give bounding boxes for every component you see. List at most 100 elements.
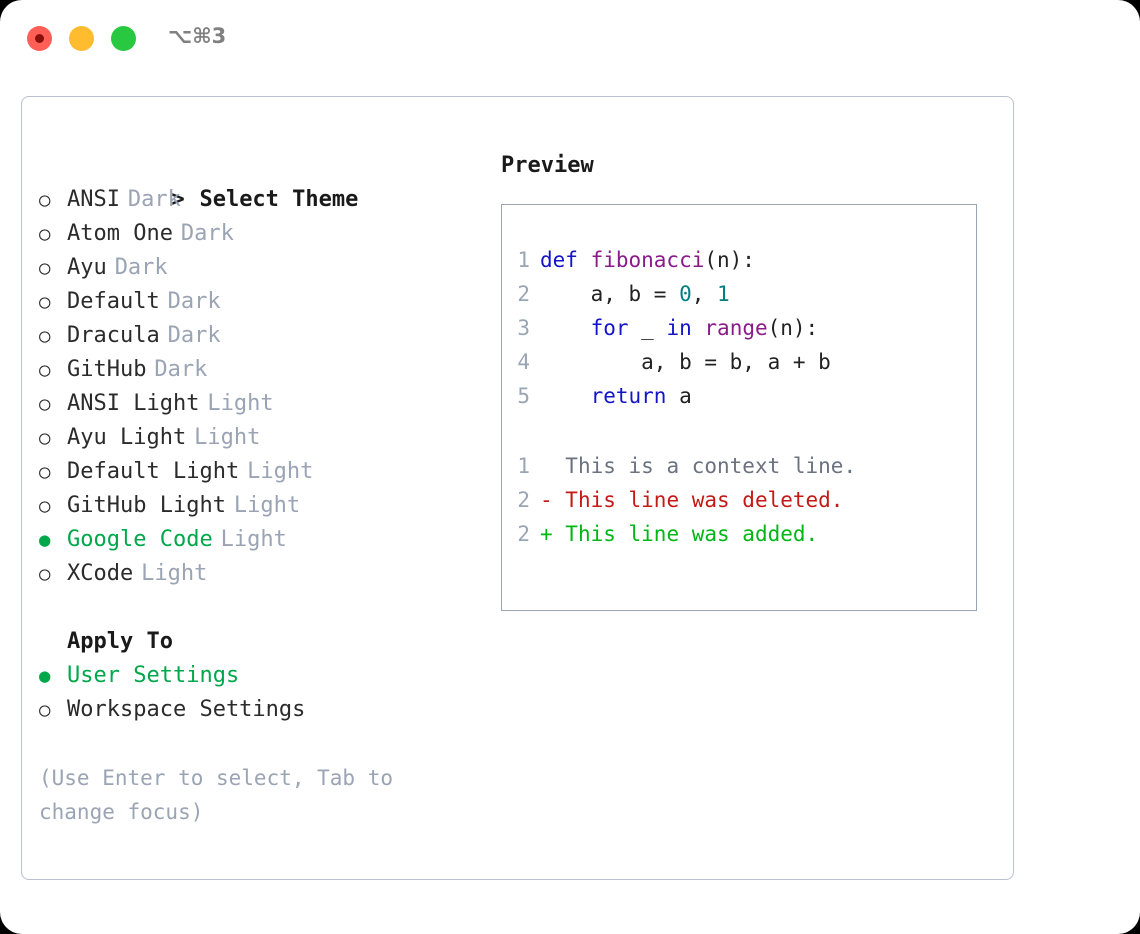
- code-line: 5 return a: [502, 379, 976, 413]
- apply-to-list: ● User Settings ○ Workspace Settings: [39, 659, 479, 727]
- code-line: 1 def fibonacci(n):: [502, 243, 976, 277]
- apply-to-option-user-settings[interactable]: ● User Settings: [39, 659, 479, 693]
- list-spacer: [39, 591, 479, 625]
- diff-line-number: 1: [517, 454, 530, 478]
- diff-marker: -: [540, 488, 566, 512]
- theme-option-label: Default: [67, 289, 160, 314]
- code-token-pl: [540, 316, 591, 340]
- theme-option-label: Ayu: [67, 255, 107, 280]
- radio-unselected-icon: ○: [39, 563, 51, 585]
- theme-option-category: Dark: [167, 323, 221, 348]
- radio-unselected-icon: ○: [39, 495, 51, 517]
- theme-option-label: ANSI Light: [67, 391, 200, 416]
- traffic-light-controls: [27, 26, 136, 51]
- code-token-pl: a: [666, 384, 692, 408]
- code-token-fn: fibonacci: [590, 248, 705, 272]
- radio-selected-icon: ●: [39, 529, 51, 551]
- minimize-button-icon[interactable]: [69, 26, 94, 51]
- diff-line-number: 2: [517, 522, 530, 546]
- theme-option-label: Google Code: [67, 527, 213, 552]
- theme-option-category: Dark: [167, 289, 221, 314]
- code-token-pl: (n):: [767, 316, 819, 340]
- apply-to-option-label: User Settings: [67, 663, 240, 688]
- radio-selected-icon: ●: [39, 665, 51, 687]
- zoom-button-icon[interactable]: [111, 26, 136, 51]
- theme-option-category: Light: [194, 425, 261, 450]
- code-token-pl: (n):: [704, 248, 755, 272]
- code-token-kw: for: [590, 316, 629, 340]
- code-token-num: 0: [679, 282, 692, 306]
- code-token-kw: in: [666, 316, 692, 340]
- diff-line-text: This is a context line.: [565, 454, 857, 478]
- apply-to-option-label: Workspace Settings: [67, 697, 306, 722]
- preview-heading: Preview: [501, 153, 594, 178]
- theme-option-github[interactable]: ○ GitHub Dark: [39, 353, 479, 387]
- code-token-pl: _: [628, 316, 667, 340]
- radio-unselected-icon: ○: [39, 699, 51, 721]
- code-line-number: 3: [517, 316, 530, 340]
- code-token-pl: a, b = b, a + b: [540, 350, 831, 374]
- code-token-pl: ,: [691, 282, 718, 306]
- code-line-number: 1: [517, 248, 530, 272]
- theme-option-ansi[interactable]: ○ ANSI Dark: [39, 183, 479, 217]
- radio-unselected-icon: ○: [39, 359, 51, 381]
- code-line-content: a, b = b, a + b: [540, 345, 831, 379]
- code-line: 2 a, b = 0, 1: [502, 277, 976, 311]
- apply-to-option-workspace-settings[interactable]: ○ Workspace Settings: [39, 693, 479, 727]
- theme-option-label: GitHub: [67, 357, 147, 382]
- prompt-caret-icon: >: [171, 187, 185, 212]
- radio-unselected-icon: ○: [39, 189, 51, 211]
- code-token-pl: [540, 384, 591, 408]
- radio-unselected-icon: ○: [39, 223, 51, 245]
- diff-line-number: 2: [517, 488, 530, 512]
- code-line-number: 5: [517, 384, 530, 408]
- diff-line-del: 2- This line was deleted.: [502, 483, 976, 517]
- code-line-number: 4: [517, 350, 530, 374]
- theme-option-category: Dark: [127, 187, 181, 212]
- code-token-pl: a, b =: [540, 282, 680, 306]
- keyboard-hint-text: (Use Enter to select, Tab to change focu…: [39, 766, 406, 824]
- theme-option-label: XCode: [67, 561, 134, 586]
- theme-option-label: ANSI: [67, 187, 120, 212]
- theme-option-xcode[interactable]: ○ XCode Light: [39, 557, 479, 591]
- diff-marker: [540, 449, 565, 483]
- code-token-kw: def: [540, 248, 591, 272]
- radio-unselected-icon: ○: [39, 257, 51, 279]
- close-button-icon[interactable]: [27, 26, 52, 51]
- preview-diff-block: 1 This is a context line.2- This line wa…: [502, 449, 976, 551]
- theme-option-category: Dark: [154, 357, 208, 382]
- code-line-content: a, b = 0, 1: [540, 277, 730, 311]
- theme-option-category: Light: [247, 459, 314, 484]
- code-token-kw: return: [590, 384, 667, 408]
- select-theme-heading: >Select Theme: [39, 149, 479, 212]
- diff-line-text: This line was added.: [565, 522, 819, 546]
- diff-line-text: This line was deleted.: [565, 488, 844, 512]
- apply-to-heading: Apply To: [67, 629, 173, 654]
- radio-unselected-icon: ○: [39, 325, 51, 347]
- theme-option-category: Light: [233, 493, 301, 518]
- code-line: 3 for _ in range(n):: [502, 311, 976, 345]
- theme-option-category: Light: [141, 561, 208, 586]
- diff-line-ctx: 1 This is a context line.: [502, 449, 976, 483]
- code-line-content: def fibonacci(n):: [540, 243, 755, 277]
- theme-option-category: Dark: [180, 221, 234, 246]
- theme-option-ayu[interactable]: ○ Ayu Dark: [39, 251, 479, 285]
- radio-unselected-icon: ○: [39, 291, 51, 313]
- diff-line-add: 2+ This line was added.: [502, 517, 976, 551]
- theme-option-default[interactable]: ○ Default Dark: [39, 285, 479, 319]
- theme-option-category: Dark: [114, 255, 168, 280]
- theme-option-label: Default Light: [67, 459, 240, 484]
